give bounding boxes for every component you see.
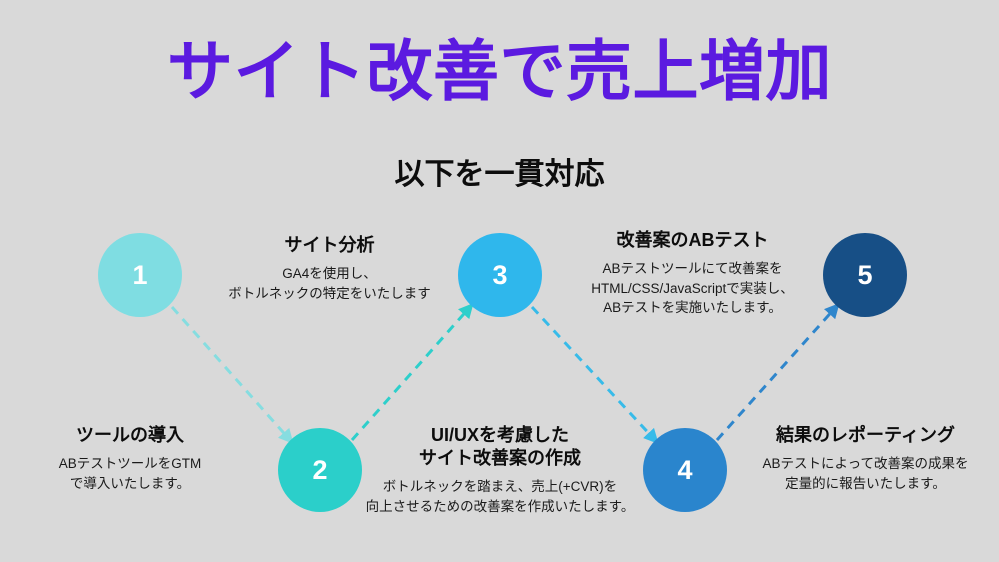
- connector-4-to-5: [715, 302, 840, 442]
- step-title-2: UI/UXを考慮した サイト改善案の作成: [419, 425, 581, 469]
- step-text-5: 結果のレポーティング ABテストによって改善案の成果を 定量的に報告いたします。: [738, 424, 993, 493]
- step-node-1[interactable]: 1: [98, 233, 182, 317]
- connector-3-to-4: [530, 305, 659, 444]
- step-number-3: 3: [492, 259, 508, 290]
- step-number-5: 5: [857, 259, 873, 290]
- step-node-3[interactable]: 3: [458, 233, 542, 317]
- step-title-5: 結果のレポーティング: [776, 425, 955, 445]
- step-body-4: ABテストツールにて改善案を HTML/CSS/JavaScriptで実装し、 …: [591, 261, 794, 316]
- step-title-1: ツールの導入: [76, 425, 184, 445]
- page-subtitle: 以下を一貫対応: [394, 158, 605, 191]
- step-title-4: 改善案のABテスト: [616, 230, 769, 250]
- step-title-3: サイト分析: [284, 235, 375, 255]
- step-number-2: 2: [312, 454, 328, 485]
- connector-1-to-2: [170, 306, 294, 445]
- page-title: サイト改善で売上増加: [167, 34, 832, 108]
- step-body-3: GA4を使用し、 ボトルネックの特定をいたします: [228, 266, 431, 301]
- step-body-5: ABテストによって改善案の成果を 定量的に報告いたします。: [762, 456, 969, 491]
- step-node-4[interactable]: 4: [643, 428, 727, 512]
- step-text-3: サイト分析 GA4を使用し、 ボトルネックの特定をいたします: [212, 234, 447, 303]
- step-number-1: 1: [132, 259, 148, 290]
- step-number-4: 4: [677, 454, 693, 485]
- step-body-1: ABテストツールをGTM で導入いたします。: [58, 456, 202, 491]
- step-node-2[interactable]: 2: [278, 428, 362, 512]
- step-text-4: 改善案のABテスト ABテストツールにて改善案を HTML/CSS/JavaSc…: [575, 229, 810, 318]
- step-node-5[interactable]: 5: [823, 233, 907, 317]
- step-text-2: UI/UXを考慮した サイト改善案の作成 ボトルネックを踏まえ、売上(+CVR)…: [345, 424, 655, 516]
- step-text-1: ツールの導入 ABテストツールをGTM で導入いたします。: [10, 424, 250, 493]
- connector-2-to-3: [350, 302, 474, 441]
- step-body-2: ボトルネックを踏まえ、売上(+CVR)を 向上させるための改善案を作成いたします…: [365, 479, 635, 514]
